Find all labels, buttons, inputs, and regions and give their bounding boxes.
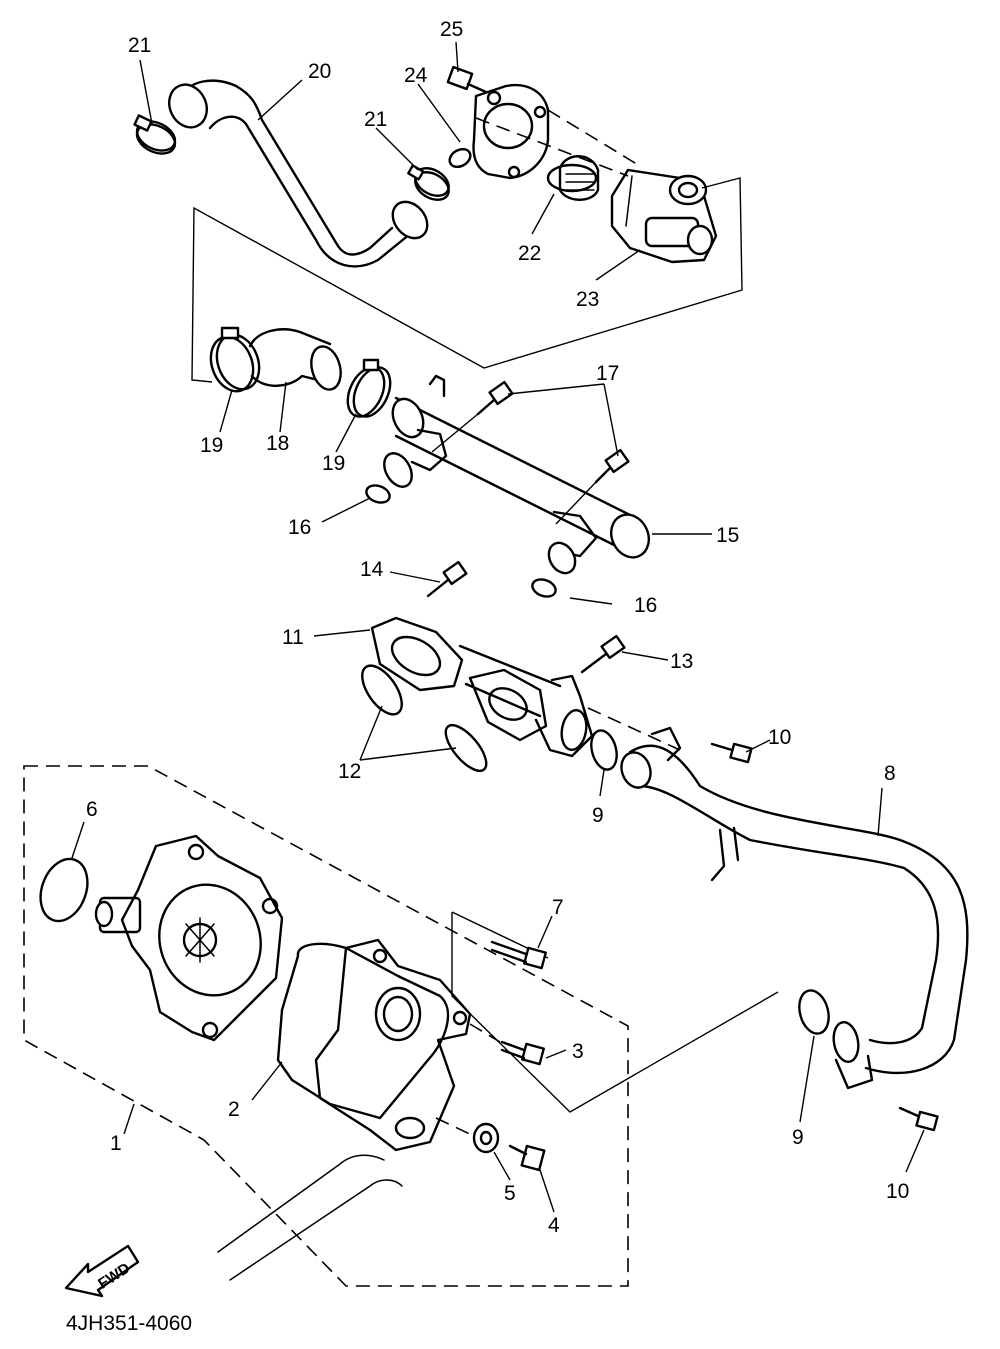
hose-20 bbox=[168, 79, 429, 268]
callout-16-right: 16 bbox=[634, 594, 657, 617]
o-ring-16-left bbox=[365, 484, 391, 504]
bolt-13 bbox=[580, 634, 626, 674]
callout-19-right: 19 bbox=[322, 452, 345, 475]
forward-arrow-icon: FWD bbox=[64, 1244, 140, 1298]
callout-3: 3 bbox=[572, 1040, 584, 1063]
callout-7: 7 bbox=[552, 896, 564, 919]
bolt-17-lower bbox=[594, 448, 630, 484]
o-ring-12-upper bbox=[361, 664, 403, 716]
o-ring-9-lower bbox=[798, 989, 830, 1035]
bolt-17-upper bbox=[476, 380, 514, 416]
thermostat-cover-24 bbox=[472, 83, 550, 180]
hose-clamp-19-left bbox=[209, 326, 261, 393]
callout-20: 20 bbox=[308, 60, 331, 83]
hose-clamp-21-upper bbox=[133, 114, 177, 155]
callout-10-lower: 10 bbox=[886, 1180, 909, 1203]
callout-19-left: 19 bbox=[200, 434, 223, 457]
o-ring-16-right bbox=[531, 578, 557, 598]
bolt-10-lower bbox=[898, 1106, 939, 1132]
callout-23: 23 bbox=[576, 288, 599, 311]
washer-5 bbox=[472, 1122, 500, 1154]
o-ring-24-seal bbox=[448, 147, 472, 169]
gasket-2 bbox=[276, 942, 450, 1120]
hose-18 bbox=[248, 328, 342, 391]
callout-15: 15 bbox=[716, 524, 739, 547]
callout-12: 12 bbox=[338, 760, 361, 783]
callout-14: 14 bbox=[360, 558, 384, 581]
bolt-14 bbox=[426, 560, 468, 598]
pump-cover bbox=[314, 938, 472, 1152]
bolt-10-upper bbox=[710, 742, 753, 764]
bolt-7 bbox=[490, 940, 547, 970]
water-pipe-11 bbox=[370, 616, 594, 758]
bolt-4 bbox=[508, 1144, 546, 1172]
o-ring-6 bbox=[39, 857, 89, 923]
callout-18: 18 bbox=[266, 432, 289, 455]
callout-21-upper: 21 bbox=[128, 34, 151, 57]
callout-6: 6 bbox=[86, 798, 98, 821]
callout-4: 4 bbox=[548, 1214, 560, 1237]
callout-21-lower: 21 bbox=[364, 108, 387, 131]
callout-8: 8 bbox=[884, 762, 896, 785]
o-ring-9-upper bbox=[590, 729, 618, 771]
o-ring-12-lower bbox=[444, 724, 488, 772]
callout-25: 25 bbox=[440, 18, 463, 41]
hose-clamp-21-lower bbox=[407, 164, 450, 201]
callout-5: 5 bbox=[504, 1182, 516, 1205]
thermostat-22 bbox=[546, 155, 600, 201]
water-pipe-15 bbox=[383, 374, 650, 575]
bolt-3 bbox=[500, 1040, 545, 1066]
callout-2: 2 bbox=[228, 1098, 240, 1121]
callout-9-lower: 9 bbox=[792, 1126, 804, 1149]
callout-17: 17 bbox=[596, 362, 619, 385]
callout-9-upper: 9 bbox=[592, 804, 604, 827]
callout-10-upper: 10 bbox=[768, 726, 791, 749]
callout-13: 13 bbox=[670, 650, 693, 673]
diagram-code: 4JH351-4060 bbox=[66, 1312, 192, 1335]
pump-body bbox=[94, 834, 284, 1042]
callout-24: 24 bbox=[404, 64, 428, 87]
callout-11: 11 bbox=[282, 626, 304, 649]
water-pipe-8 bbox=[620, 726, 969, 1090]
hose-clamp-19-right bbox=[346, 358, 392, 418]
bolt-25 bbox=[446, 65, 488, 94]
callout-16-left: 16 bbox=[288, 516, 311, 539]
thermostat-housing-23 bbox=[610, 168, 718, 264]
callout-22: 22 bbox=[518, 242, 541, 265]
callout-1: 1 bbox=[110, 1132, 122, 1155]
